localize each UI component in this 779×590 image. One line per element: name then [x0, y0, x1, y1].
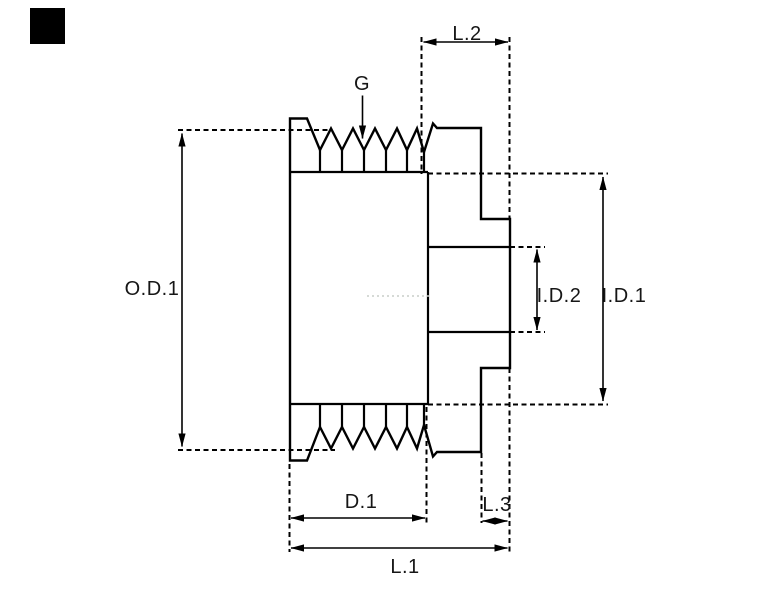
g-label: G: [354, 73, 370, 95]
l3-label: L.3: [482, 494, 511, 516]
id1-label: I.D.1: [602, 285, 647, 307]
dimension-id1: I.D.1: [599, 176, 647, 402]
dimension-id2: I.D.2: [533, 249, 582, 331]
dimension-l3: L.3: [482, 494, 511, 525]
l1-label: L.1: [390, 556, 419, 578]
id2-label: I.D.2: [537, 285, 582, 307]
d1-label: D.1: [345, 491, 378, 513]
groove-root-lines-bottom: [318, 404, 426, 427]
extension-lines: [178, 37, 608, 552]
od1-label: O.D.1: [125, 278, 180, 300]
pulley-interior-lines: [290, 150, 510, 427]
dimension-od1: O.D.1: [125, 133, 186, 447]
dimension-l1: L.1: [290, 544, 508, 578]
dimension-d1: D.1: [290, 491, 426, 522]
dimension-g: G: [354, 73, 370, 139]
groove-root-lines-top: [318, 150, 426, 172]
corner-mark: [30, 8, 65, 44]
pulley-outline: [288, 117, 512, 462]
dimension-l2: L.2: [423, 23, 509, 46]
l2-label: L.2: [452, 23, 481, 45]
